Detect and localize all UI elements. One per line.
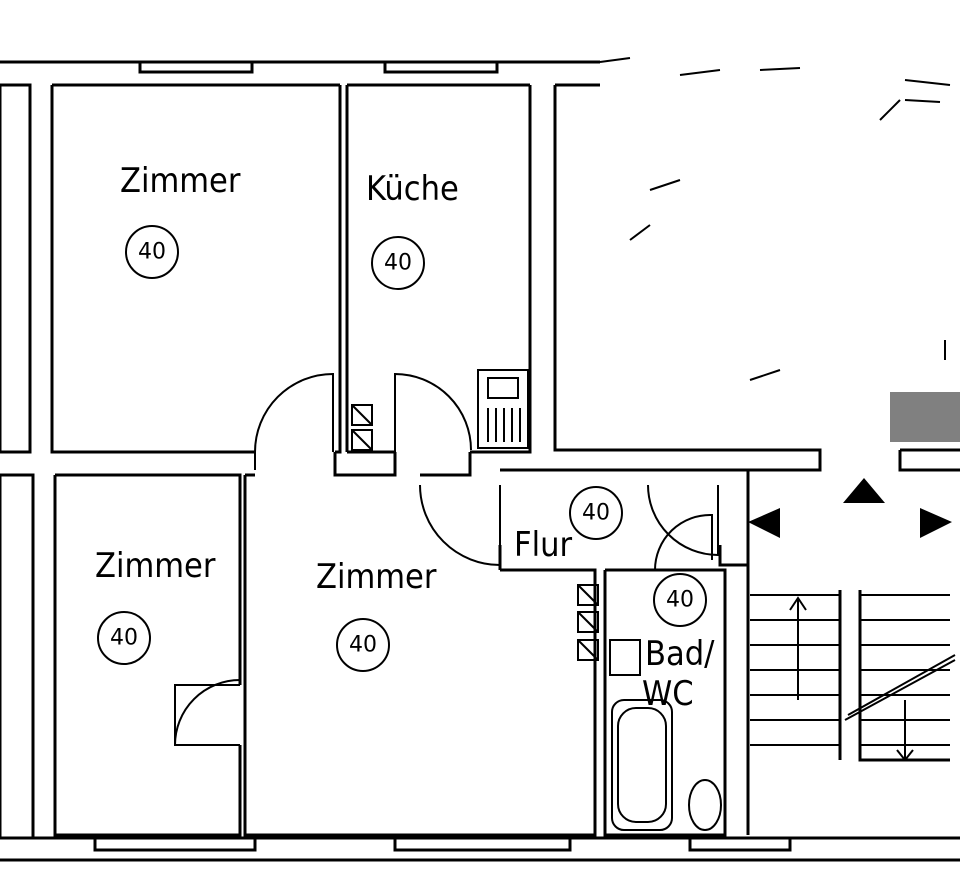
room-label-zimmer-3: Zimmer [316,557,437,597]
arrow-right-icon [920,508,952,538]
room-number-circle [371,236,425,290]
room-number: 40 [138,240,166,265]
room-number-circle [336,618,390,672]
room-number-circle [97,611,151,665]
room-number: 40 [666,588,694,613]
toilet-icon [688,779,722,831]
room-label-zimmer-2: Zimmer [95,546,216,586]
room-label-flur: Flur [514,525,572,565]
stove-icon [477,369,529,449]
stairwell [748,478,956,762]
room-label-zimmer-1: Zimmer [120,161,241,201]
bathtub-icon [611,699,673,831]
room-number-circle [125,225,179,279]
fixtures [351,369,722,831]
arrow-left-icon [748,508,780,538]
room-number: 40 [110,626,138,651]
scan-artifacts [599,57,951,381]
room-walls [0,83,960,840]
sink-icon [609,639,641,676]
arrow-up-icon [843,478,885,503]
room-number-circle [569,486,623,540]
room-number: 40 [582,501,610,526]
room-number: 40 [384,251,412,276]
room-number-circle [653,573,707,627]
room-label-bad: Bad/ [645,634,715,674]
room-label-wc: WC [642,674,694,714]
gray-block [890,392,960,442]
doors [174,372,719,746]
vent-shafts [351,404,599,661]
room-number: 40 [349,633,377,658]
room-label-kueche: Küche [366,169,459,209]
